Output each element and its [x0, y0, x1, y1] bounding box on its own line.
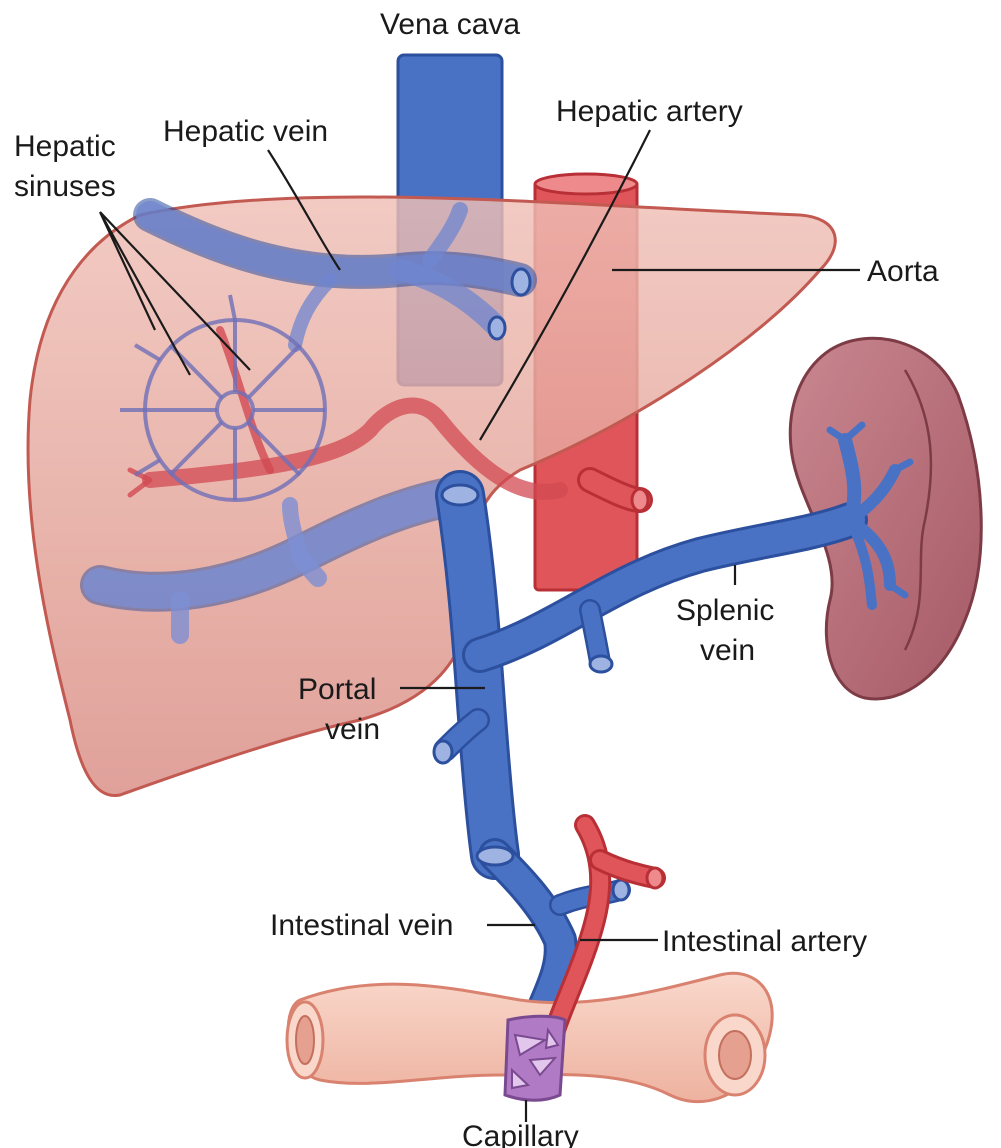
capillary-bed	[505, 1016, 565, 1100]
label-hepatic-sinuses-line1: Hepatic	[14, 130, 116, 163]
label-hepatic-sinuses-line2: sinuses	[14, 170, 116, 203]
label-hepatic-vein: Hepatic vein	[163, 115, 328, 148]
label-capillary: Capillary	[462, 1120, 579, 1148]
label-splenic-vein-line2: vein	[700, 634, 755, 667]
label-aorta: Aorta	[867, 255, 939, 288]
label-vena-cava: Vena cava	[380, 8, 520, 41]
label-portal-vein-line2: vein	[325, 713, 380, 746]
label-intestinal-artery: Intestinal artery	[662, 925, 867, 958]
label-hepatic-artery: Hepatic artery	[556, 95, 743, 128]
label-intestinal-vein: Intestinal vein	[270, 909, 453, 942]
label-portal-vein-line1: Portal	[298, 673, 376, 706]
label-splenic-vein-line1: Splenic	[676, 594, 774, 627]
